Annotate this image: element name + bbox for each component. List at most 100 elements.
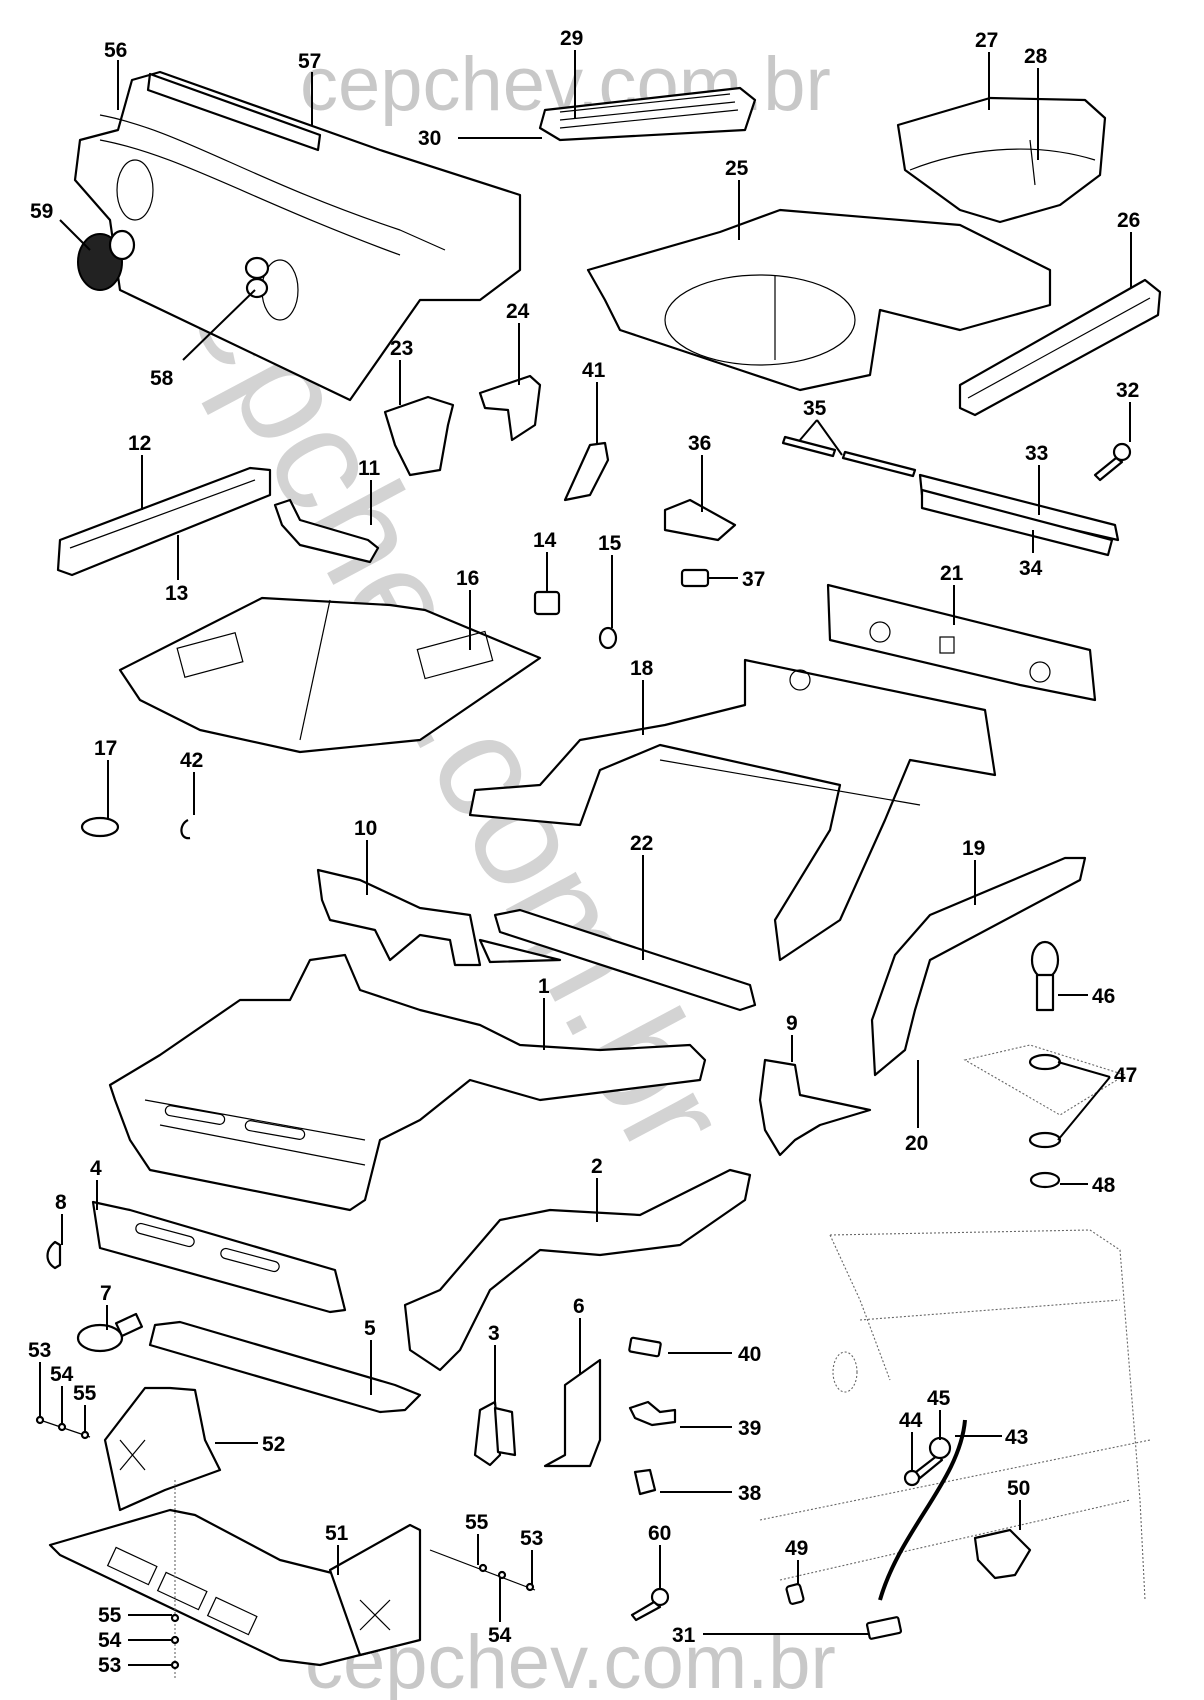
- part-6-bracket: [543, 1358, 602, 1468]
- callout-27: 27: [975, 29, 998, 52]
- callout-3: 3: [488, 1322, 500, 1345]
- callout-18: 18: [630, 657, 654, 680]
- part-18-rear-frame: [468, 658, 997, 962]
- part-11-bracket: [273, 498, 380, 564]
- callout-22: 22: [630, 832, 653, 855]
- callout-53-left: 53: [28, 1339, 51, 1362]
- callout-16: 16: [456, 567, 479, 590]
- callout-55-bottom: 55: [98, 1604, 122, 1627]
- part-10-reinforcement: [316, 868, 562, 967]
- part-60-screw: [630, 1587, 670, 1622]
- callout-17: 17: [94, 737, 117, 760]
- part-48-washer: [1029, 1171, 1061, 1189]
- part-16-front-floor: [118, 596, 542, 754]
- callout-13: 13: [165, 582, 188, 605]
- callout-8: 8: [55, 1191, 67, 1214]
- part-19-20-rear-rail: [870, 856, 1087, 1077]
- part-44-screw: [903, 1453, 944, 1487]
- part-46-tie-down: [1030, 940, 1060, 1012]
- callout-50: 50: [1007, 1477, 1030, 1500]
- part-35-rods: [781, 435, 917, 478]
- part-38-clip: [633, 1468, 657, 1496]
- part-3-bracket: [473, 1400, 517, 1467]
- part-17-clip: [80, 816, 120, 838]
- callout-53-right: 53: [520, 1527, 543, 1550]
- callout-52: 52: [262, 1433, 285, 1456]
- part-12-13-rail: [56, 466, 272, 577]
- callout-10: 10: [354, 817, 377, 840]
- callout-58: 58: [150, 367, 174, 390]
- part-41-bracket: [563, 441, 610, 502]
- part-26-rear-rail: [958, 278, 1162, 417]
- callout-21: 21: [940, 562, 964, 585]
- part-33-34-bar: [918, 473, 1120, 557]
- part-40-plate: [628, 1336, 662, 1358]
- callout-5: 5: [364, 1317, 376, 1340]
- part-52-shield: [103, 1386, 222, 1512]
- leader-lines: [39, 50, 1132, 1666]
- callout-26: 26: [1117, 209, 1140, 232]
- callout-23: 23: [390, 337, 413, 360]
- callout-19: 19: [962, 837, 985, 860]
- callout-labels: 56 57 59 58 29 30 27 28 25 26 32 33 34 3…: [28, 27, 1140, 1677]
- callout-47: 47: [1114, 1064, 1137, 1087]
- callout-4: 4: [90, 1157, 102, 1180]
- part-36-plate: [663, 498, 737, 542]
- part-15-plug: [598, 626, 618, 650]
- part-5-crossmember: [148, 1320, 422, 1414]
- callout-24: 24: [506, 300, 530, 323]
- callout-31: 31: [672, 1624, 696, 1647]
- callout-53-bottom: 53: [98, 1654, 121, 1677]
- part-24-bracket: [478, 374, 542, 442]
- callout-30: 30: [418, 127, 441, 150]
- part-25-rear-floor: [586, 208, 1052, 392]
- part-21-rear-panel: [826, 583, 1097, 702]
- callout-12: 12: [128, 432, 151, 455]
- part-1-front-frame: [108, 953, 707, 1212]
- fasteners-53-54-55-left: [35, 1415, 91, 1440]
- callout-11: 11: [358, 457, 381, 480]
- callout-51: 51: [325, 1522, 349, 1545]
- part-8-clip: [46, 1240, 62, 1270]
- callout-29: 29: [560, 27, 583, 50]
- part-7-tow-eye: [76, 1312, 144, 1353]
- part-43-cable: [878, 1419, 967, 1601]
- part-42-clip: [180, 819, 191, 840]
- callout-37: 37: [742, 568, 765, 591]
- part-47-washers: [963, 1044, 1127, 1149]
- callout-41: 41: [582, 359, 606, 382]
- part-2-front-rail: [403, 1168, 752, 1372]
- callout-9: 9: [786, 1012, 798, 1035]
- callout-60: 60: [648, 1522, 671, 1545]
- part-58-plug: [244, 256, 270, 299]
- callout-6: 6: [573, 1295, 585, 1318]
- part-37-nut: [680, 568, 710, 588]
- callout-44: 44: [899, 1409, 923, 1432]
- callout-34: 34: [1019, 557, 1043, 580]
- callout-15: 15: [598, 532, 622, 555]
- callout-38: 38: [738, 1482, 762, 1505]
- part-31-plate: [865, 1616, 903, 1640]
- part-50-cap: [973, 1528, 1032, 1580]
- callout-25: 25: [725, 157, 749, 180]
- callout-54-bottom: 54: [98, 1629, 122, 1652]
- callout-46: 46: [1092, 985, 1115, 1008]
- callout-20: 20: [905, 1132, 928, 1155]
- part-4-crossmember: [91, 1200, 347, 1314]
- callout-48: 48: [1092, 1174, 1116, 1197]
- part-9-bracket: [758, 1058, 872, 1157]
- callout-1: 1: [538, 975, 550, 998]
- part-32-screw: [1093, 442, 1132, 482]
- part-14-clip: [533, 590, 561, 616]
- callout-56: 56: [104, 39, 127, 62]
- callout-28: 28: [1024, 45, 1048, 68]
- callout-2: 2: [591, 1155, 603, 1178]
- part-39-bracket: [628, 1400, 677, 1427]
- callout-40: 40: [738, 1343, 761, 1366]
- callout-59: 59: [30, 200, 53, 223]
- callout-54-right: 54: [488, 1624, 512, 1647]
- callout-42: 42: [180, 749, 203, 772]
- callout-39: 39: [738, 1417, 761, 1440]
- callout-7: 7: [100, 1282, 112, 1305]
